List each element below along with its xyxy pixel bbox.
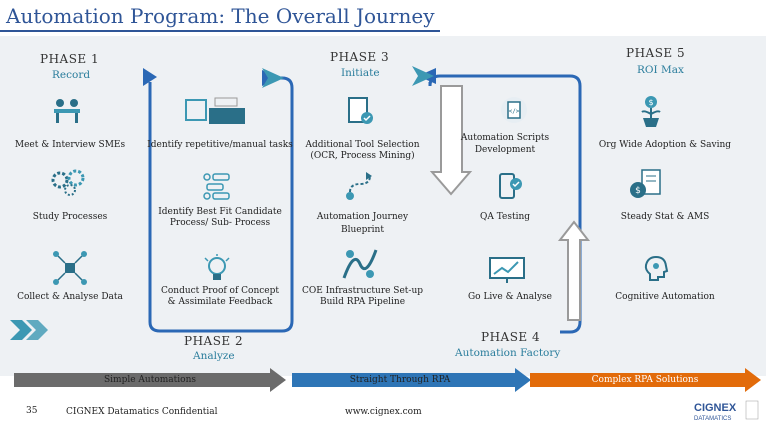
phase4-sub: Automation Factory (455, 347, 561, 359)
phase5-sub: ROI Max (637, 64, 684, 76)
straight-through-label: Straight Through RPA (349, 375, 451, 385)
phase2-sub: Analyze (193, 350, 235, 362)
phase2-title: PHASE 2 (184, 334, 244, 348)
page-number: 35 (26, 406, 38, 416)
complex-bar (530, 368, 761, 392)
step-coe-1: COE Infrastructure Set-up (301, 286, 424, 296)
document-check-icon (348, 97, 373, 124)
title-underline (0, 30, 440, 32)
chevron-left-icon (10, 320, 32, 340)
svg-text:$: $ (648, 98, 653, 107)
gears-icon (51, 169, 85, 196)
step-qa-testing: QA Testing (479, 212, 531, 222)
step-identify-tasks: Identify repetitive/manual tasks (147, 140, 293, 150)
maturity-bars (14, 368, 761, 392)
ai-head-icon (644, 255, 669, 281)
pipeline-icon (342, 249, 378, 279)
phase5-title: PHASE 5 (626, 46, 686, 60)
lightbulb-icon (204, 254, 230, 280)
phase4-title: PHASE 4 (481, 330, 541, 344)
network-data-icon (53, 251, 87, 285)
step-best-fit-1: Identify Best Fit Candidate (158, 207, 282, 217)
step-go-live: Go Live & Analyse (467, 292, 553, 302)
step-meet-smes: Meet & Interview SMEs (14, 140, 126, 150)
svg-text:$: $ (635, 186, 641, 196)
svg-text:CIGNEX: CIGNEX (694, 402, 737, 414)
step-scripts-2: Development (474, 145, 536, 155)
complex-solutions-label: Complex RPA Solutions (591, 375, 699, 385)
step-org-adoption: Org Wide Adoption & Saving (598, 140, 732, 150)
meeting-icon (54, 99, 80, 123)
phase3-sub: Initiate (341, 67, 380, 79)
down-arrow-grey (429, 85, 473, 196)
mobile-check-icon (499, 173, 522, 199)
step-cognitive: Cognitive Automation (615, 292, 715, 302)
step-scripts-1: Automation Scripts (460, 133, 550, 143)
step-tool-selection-2: (OCR, Process Mining) (310, 151, 415, 161)
process-flow-icon (203, 173, 230, 200)
step-steady-state: Steady Stat & AMS (620, 212, 710, 222)
page-title: Automation Program: The Overall Journey (6, 4, 435, 28)
dollar-gears-icon: $ (630, 169, 661, 198)
journey-panel (0, 36, 766, 376)
stp-bar (292, 368, 531, 392)
svg-text:</>: </> (509, 108, 520, 115)
journey-icon (346, 172, 372, 200)
confidential-text: CIGNEX Datamatics Confidential (66, 407, 218, 417)
simple-bar (14, 368, 286, 392)
keyboard-icon (185, 97, 245, 124)
step-poc-2: & Assimilate Feedback (167, 297, 273, 307)
step-best-fit-2: Process/ Sub- Process (169, 218, 271, 228)
phase1-title: PHASE 1 (40, 52, 100, 66)
presentation-icon (489, 257, 525, 283)
money-plant-icon: $ (641, 96, 661, 127)
step-tool-selection-1: Additional Tool Selection (305, 140, 420, 150)
phase1-sub: Record (52, 69, 91, 81)
simple-automations-label: Simple Automations (104, 375, 196, 385)
phase3-title: PHASE 3 (330, 50, 390, 64)
step-poc-1: Conduct Proof of Concept (160, 286, 280, 296)
code-document-icon: </> (501, 97, 527, 123)
up-arrow-grey (557, 220, 591, 321)
step-collect-data: Collect & Analyse Data (17, 292, 123, 302)
cignex-logo: CIGNEX DATAMATICS (694, 399, 760, 423)
step-coe-2: Build RPA Pipeline (319, 297, 406, 307)
svg-text:DATAMATICS: DATAMATICS (694, 416, 731, 422)
website-url: www.cignex.com (345, 407, 422, 417)
step-blueprint-1: Automation Journey (316, 212, 409, 222)
step-study-processes: Study Processes (32, 212, 108, 222)
step-blueprint-2: Blueprint (341, 225, 384, 235)
